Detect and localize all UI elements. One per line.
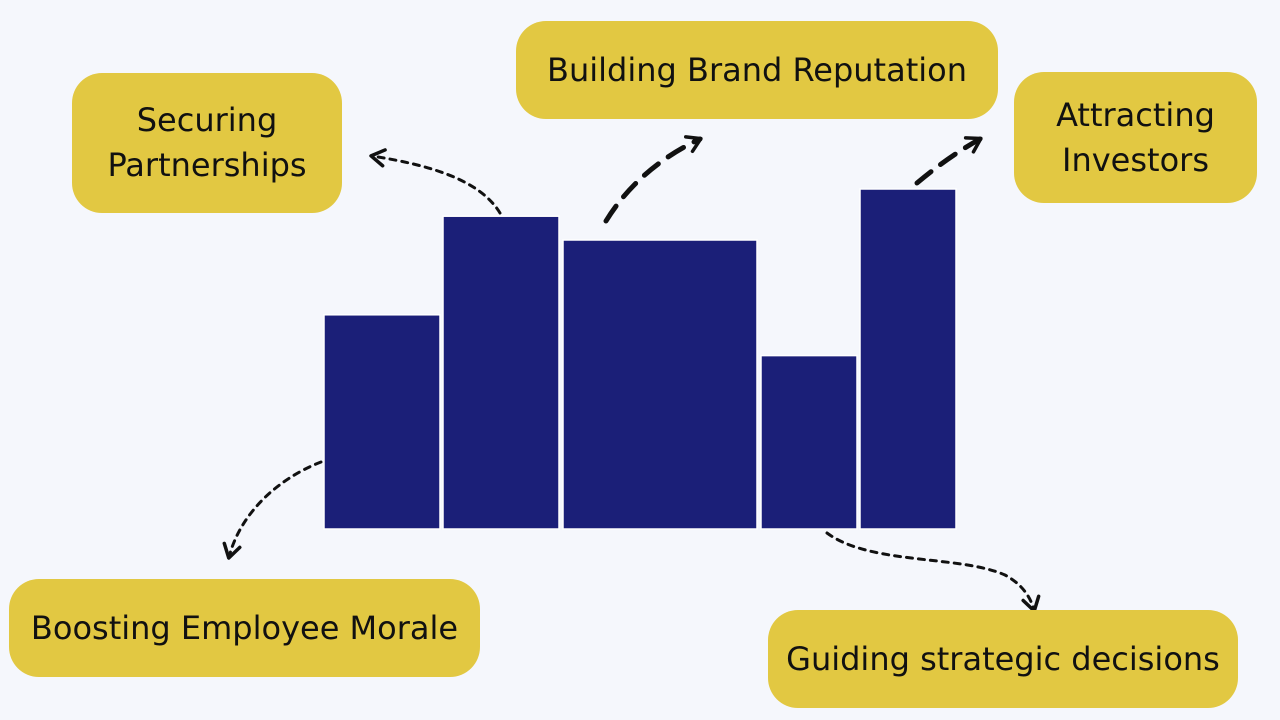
bar-1 xyxy=(323,314,441,530)
building-brand-reputation-label: Building Brand Reputation xyxy=(547,50,967,89)
securing-partnerships-box: Securing Partnerships xyxy=(72,73,342,213)
bar-chart xyxy=(323,188,957,530)
bar-5 xyxy=(859,188,957,530)
boosting-employee-morale-box: Boosting Employee Morale xyxy=(9,579,480,677)
bar-3 xyxy=(562,239,758,530)
bar-4 xyxy=(760,354,858,530)
guiding-strategic-decisions-label: Guiding strategic decisions xyxy=(786,639,1220,678)
bar-2 xyxy=(442,215,560,530)
building-brand-reputation-box: Building Brand Reputation xyxy=(516,21,998,119)
arrow-to-attracting-investors xyxy=(914,136,983,186)
arrow-to-guiding-strategic-decisions xyxy=(825,531,1041,613)
attracting-investors-box: Attracting Investors xyxy=(1014,72,1257,203)
boosting-employee-morale-label: Boosting Employee Morale xyxy=(30,608,459,647)
arrow-to-securing-partnerships xyxy=(369,148,502,215)
attracting-investors-label: Attracting Investors xyxy=(1056,95,1215,179)
securing-partnerships-label: Securing Partnerships xyxy=(107,101,307,184)
guiding-strategic-decisions-box: Guiding strategic decisions xyxy=(768,610,1238,708)
arrow-to-building-brand-reputation xyxy=(603,135,703,224)
arrow-to-boosting-employee-morale xyxy=(222,460,323,560)
